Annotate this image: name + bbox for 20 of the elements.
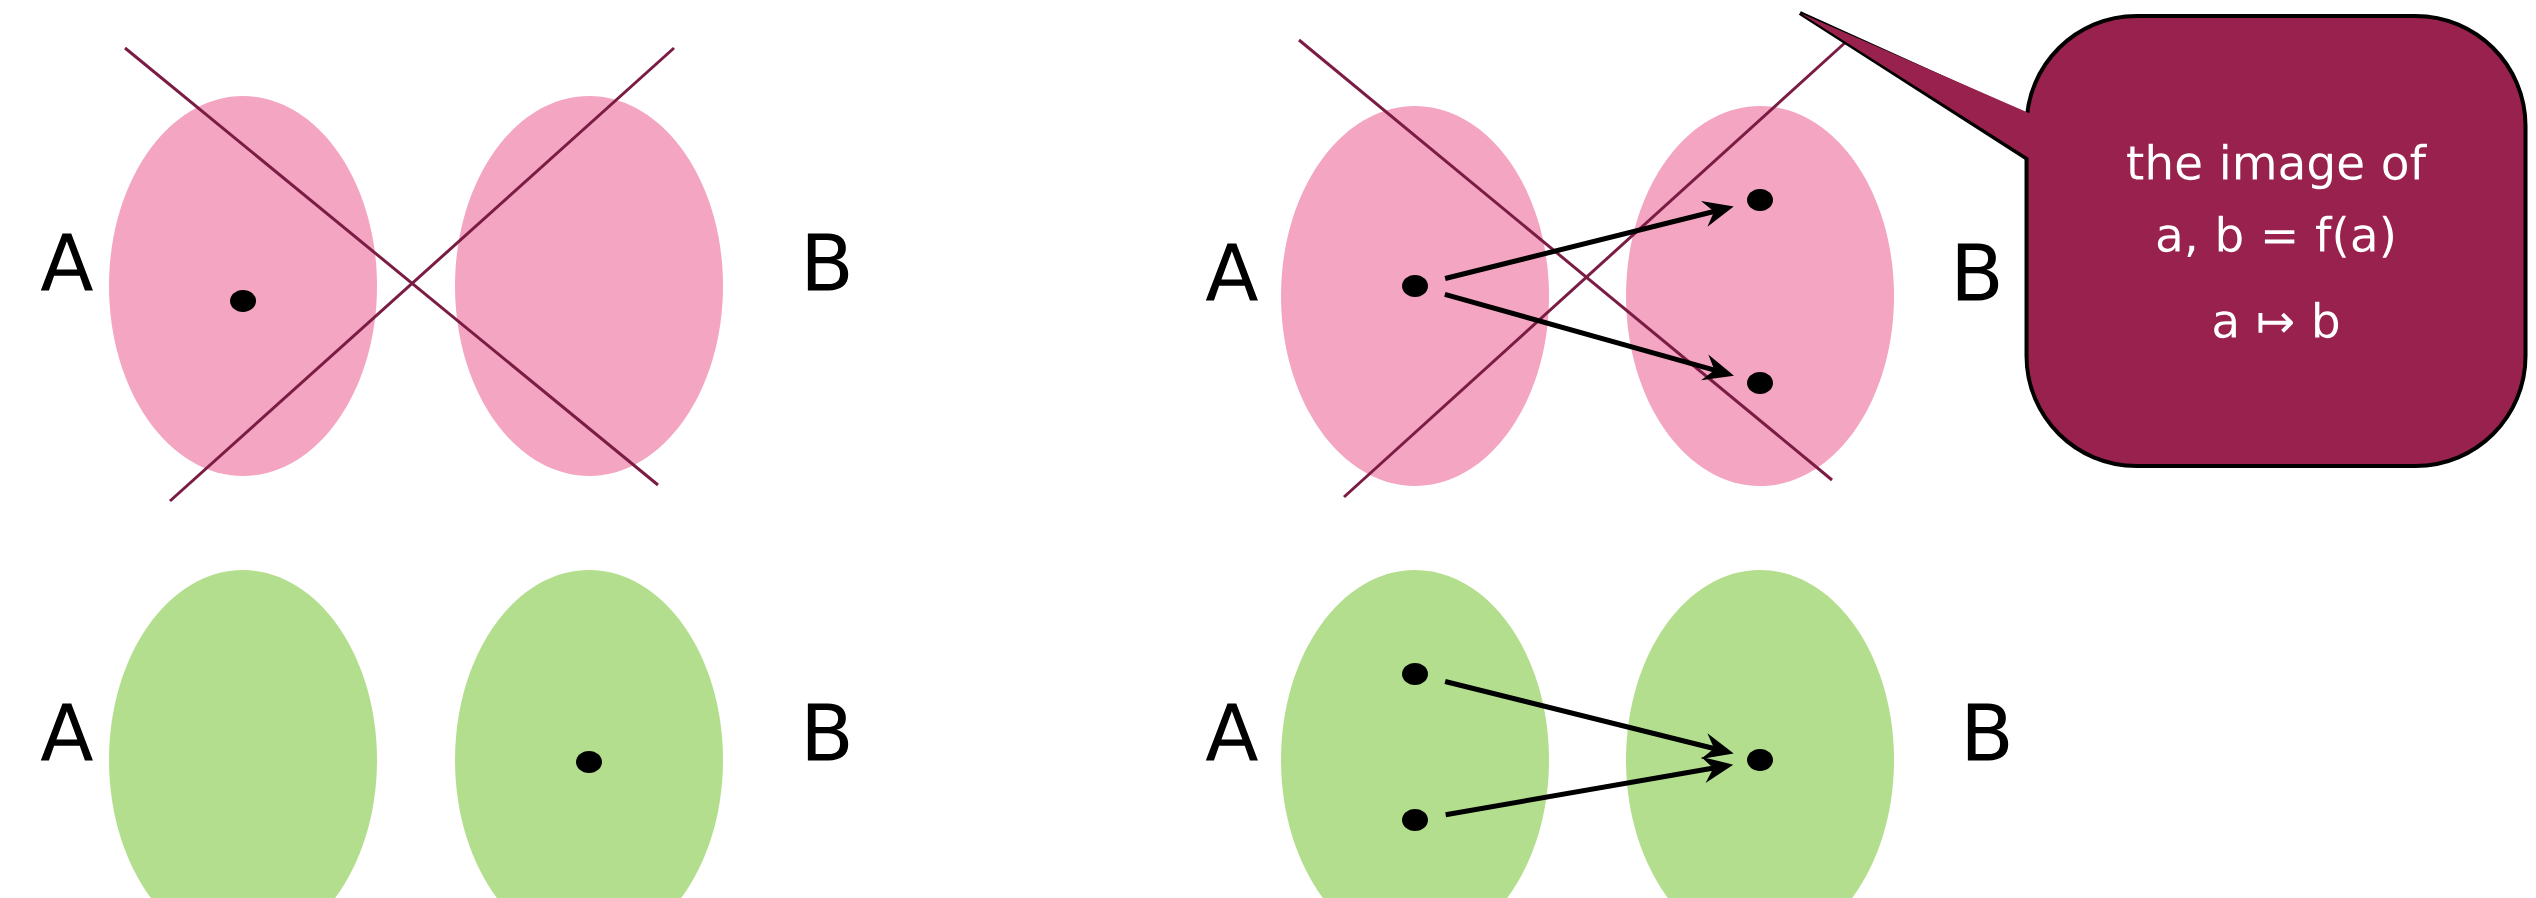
set-label: B: [1957, 243, 1999, 301]
set-ellipse: [109, 96, 377, 476]
point-dot: [1402, 663, 1428, 685]
point-dot: [230, 290, 256, 312]
set-label: A: [40, 703, 93, 761]
point-dot: [1747, 749, 1773, 771]
point-dot: [1402, 809, 1428, 831]
set-ellipse: [1626, 106, 1894, 486]
set-ellipse: [1281, 106, 1549, 486]
set-ellipse: [455, 96, 723, 476]
set-label: A: [40, 233, 93, 291]
point-dot: [1747, 372, 1773, 394]
set-label: B: [807, 703, 849, 761]
point-dot: [1402, 275, 1428, 297]
set-label: B: [807, 233, 849, 291]
set-label: A: [1205, 703, 1258, 761]
set-label: A: [1205, 243, 1258, 301]
set-label: B: [1967, 703, 2009, 761]
point-dot: [1747, 189, 1773, 211]
point-dot: [576, 751, 602, 773]
